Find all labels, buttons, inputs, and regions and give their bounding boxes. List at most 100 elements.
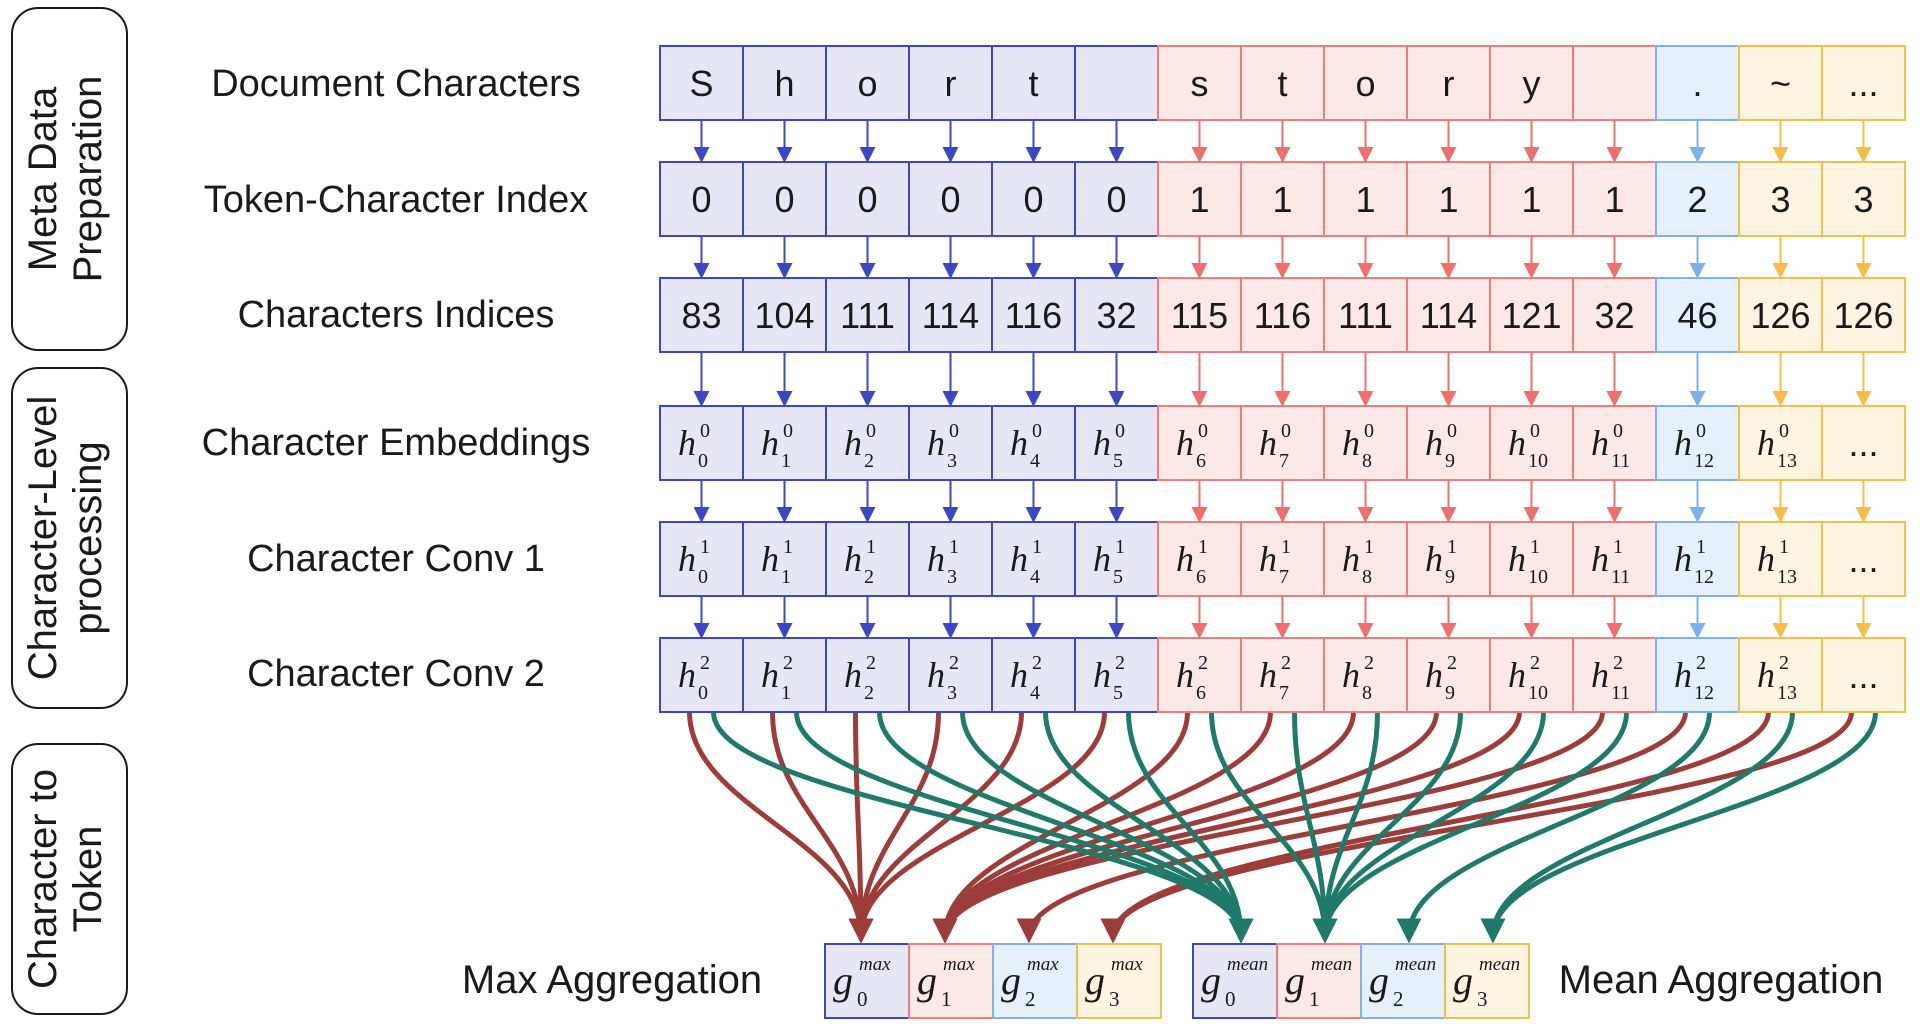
- cell-text: 2: [1687, 179, 1707, 220]
- h-symbol: h: [844, 423, 862, 463]
- aggregation-subscript: 1: [941, 987, 952, 1011]
- document-char-cell: r: [908, 45, 993, 121]
- char-index-cell: 104: [742, 277, 827, 353]
- h-symbol: h: [1591, 539, 1609, 579]
- layer-superscript: 0: [1198, 420, 1208, 442]
- cell-text: 32: [1594, 295, 1634, 336]
- layer-superscript: 2: [1198, 652, 1208, 674]
- h-symbol: h: [1176, 539, 1194, 579]
- mean-aggregation-link: [1043, 709, 1254, 944]
- h-symbol: h: [678, 539, 696, 579]
- cell-text: h: [774, 63, 794, 104]
- mean-aggregation-link: [1292, 709, 1338, 944]
- h-symbol: h: [761, 655, 779, 695]
- char-index-cell: 32: [1074, 277, 1159, 353]
- position-subscript: 8: [1362, 682, 1372, 704]
- stage-label-line-1: Character to: [21, 769, 65, 989]
- h-symbol: h: [678, 655, 696, 695]
- position-subscript: 8: [1362, 450, 1372, 472]
- conv2-cell: ...: [1821, 637, 1906, 713]
- token-index-cell: 3: [1738, 161, 1823, 237]
- position-subscript: 6: [1196, 566, 1206, 588]
- embedding-cell: ...: [1821, 405, 1906, 481]
- position-subscript: 4: [1030, 450, 1040, 472]
- max-aggregation-link: [770, 709, 874, 944]
- cell-text: 116: [1254, 295, 1311, 336]
- layer-superscript: 1: [1115, 536, 1125, 558]
- layer-superscript: 0: [866, 420, 876, 442]
- h-symbol: h: [1508, 655, 1526, 695]
- cell-text: 1: [1355, 179, 1375, 220]
- g-symbol: g: [1085, 958, 1105, 1003]
- mean-aggregation-link: [1480, 709, 1795, 944]
- h-symbol: h: [1674, 655, 1692, 695]
- position-subscript: 11: [1611, 450, 1630, 472]
- document-char-cell: r: [1406, 45, 1491, 121]
- stage-label-line-2: Token: [66, 826, 110, 933]
- position-subscript: 7: [1279, 450, 1289, 472]
- ellipsis-text: ...: [1848, 655, 1878, 696]
- h-symbol: h: [1176, 655, 1194, 695]
- layer-superscript: 0: [1281, 420, 1291, 442]
- document-char-cell: h: [742, 45, 827, 121]
- stage-character-level-processing: Character-Level processing: [11, 367, 128, 709]
- cell-text: 46: [1677, 295, 1717, 336]
- max-aggregation-link: [932, 709, 1605, 944]
- row-label-document-characters: Document Characters: [211, 63, 581, 105]
- aggregation-subscript: 0: [1225, 987, 1236, 1011]
- h-symbol: h: [1508, 423, 1526, 463]
- h-symbol: h: [1757, 539, 1775, 579]
- char-index-cell: 111: [825, 277, 910, 353]
- position-subscript: 7: [1279, 566, 1289, 588]
- h-symbol: h: [1425, 423, 1443, 463]
- h-symbol: h: [761, 539, 779, 579]
- layer-superscript: 2: [1032, 652, 1042, 674]
- position-subscript: 2: [864, 450, 874, 472]
- token-index-cell: 1: [1489, 161, 1574, 237]
- aggregation-superscript: max: [859, 954, 891, 975]
- stage-label-line-2: processing: [66, 441, 110, 634]
- ellipsis-text: ...: [1848, 423, 1878, 464]
- cell-text: .: [1692, 63, 1702, 104]
- document-char-cell: y: [1489, 45, 1574, 121]
- cell-text: 0: [1106, 179, 1126, 220]
- h-symbol: h: [1591, 655, 1609, 695]
- layer-superscript: 2: [866, 652, 876, 674]
- layer-superscript: 1: [1696, 536, 1706, 558]
- h-symbol: h: [927, 539, 945, 579]
- layer-superscript: 1: [1613, 536, 1623, 558]
- cell-text: 3: [1853, 179, 1873, 220]
- layer-superscript: 0: [1364, 420, 1374, 442]
- char-index-cell: 111: [1323, 277, 1408, 353]
- h-symbol: h: [1342, 655, 1360, 695]
- layer-superscript: 0: [1696, 420, 1706, 442]
- position-subscript: 9: [1445, 682, 1455, 704]
- cell-text: ...: [1848, 63, 1878, 104]
- position-subscript: 4: [1030, 682, 1040, 704]
- aggregation-subscript: 2: [1393, 987, 1404, 1011]
- mean-aggregation-link: [711, 709, 1254, 944]
- position-subscript: 6: [1196, 450, 1206, 472]
- mean-aggregation-link: [1396, 709, 1712, 944]
- cell-text: 0: [940, 179, 960, 220]
- layer-superscript: 0: [1032, 420, 1042, 442]
- mean-aggregation-link: [1312, 709, 1546, 944]
- mean-aggregation-link: [1312, 709, 1629, 944]
- position-subscript: 0: [698, 682, 708, 704]
- cell-text: t: [1028, 63, 1038, 104]
- cell-text: 1: [1189, 179, 1209, 220]
- cell-text: o: [857, 63, 877, 104]
- aggregation-subscript: 0: [857, 987, 868, 1011]
- cell-text: t: [1277, 63, 1287, 104]
